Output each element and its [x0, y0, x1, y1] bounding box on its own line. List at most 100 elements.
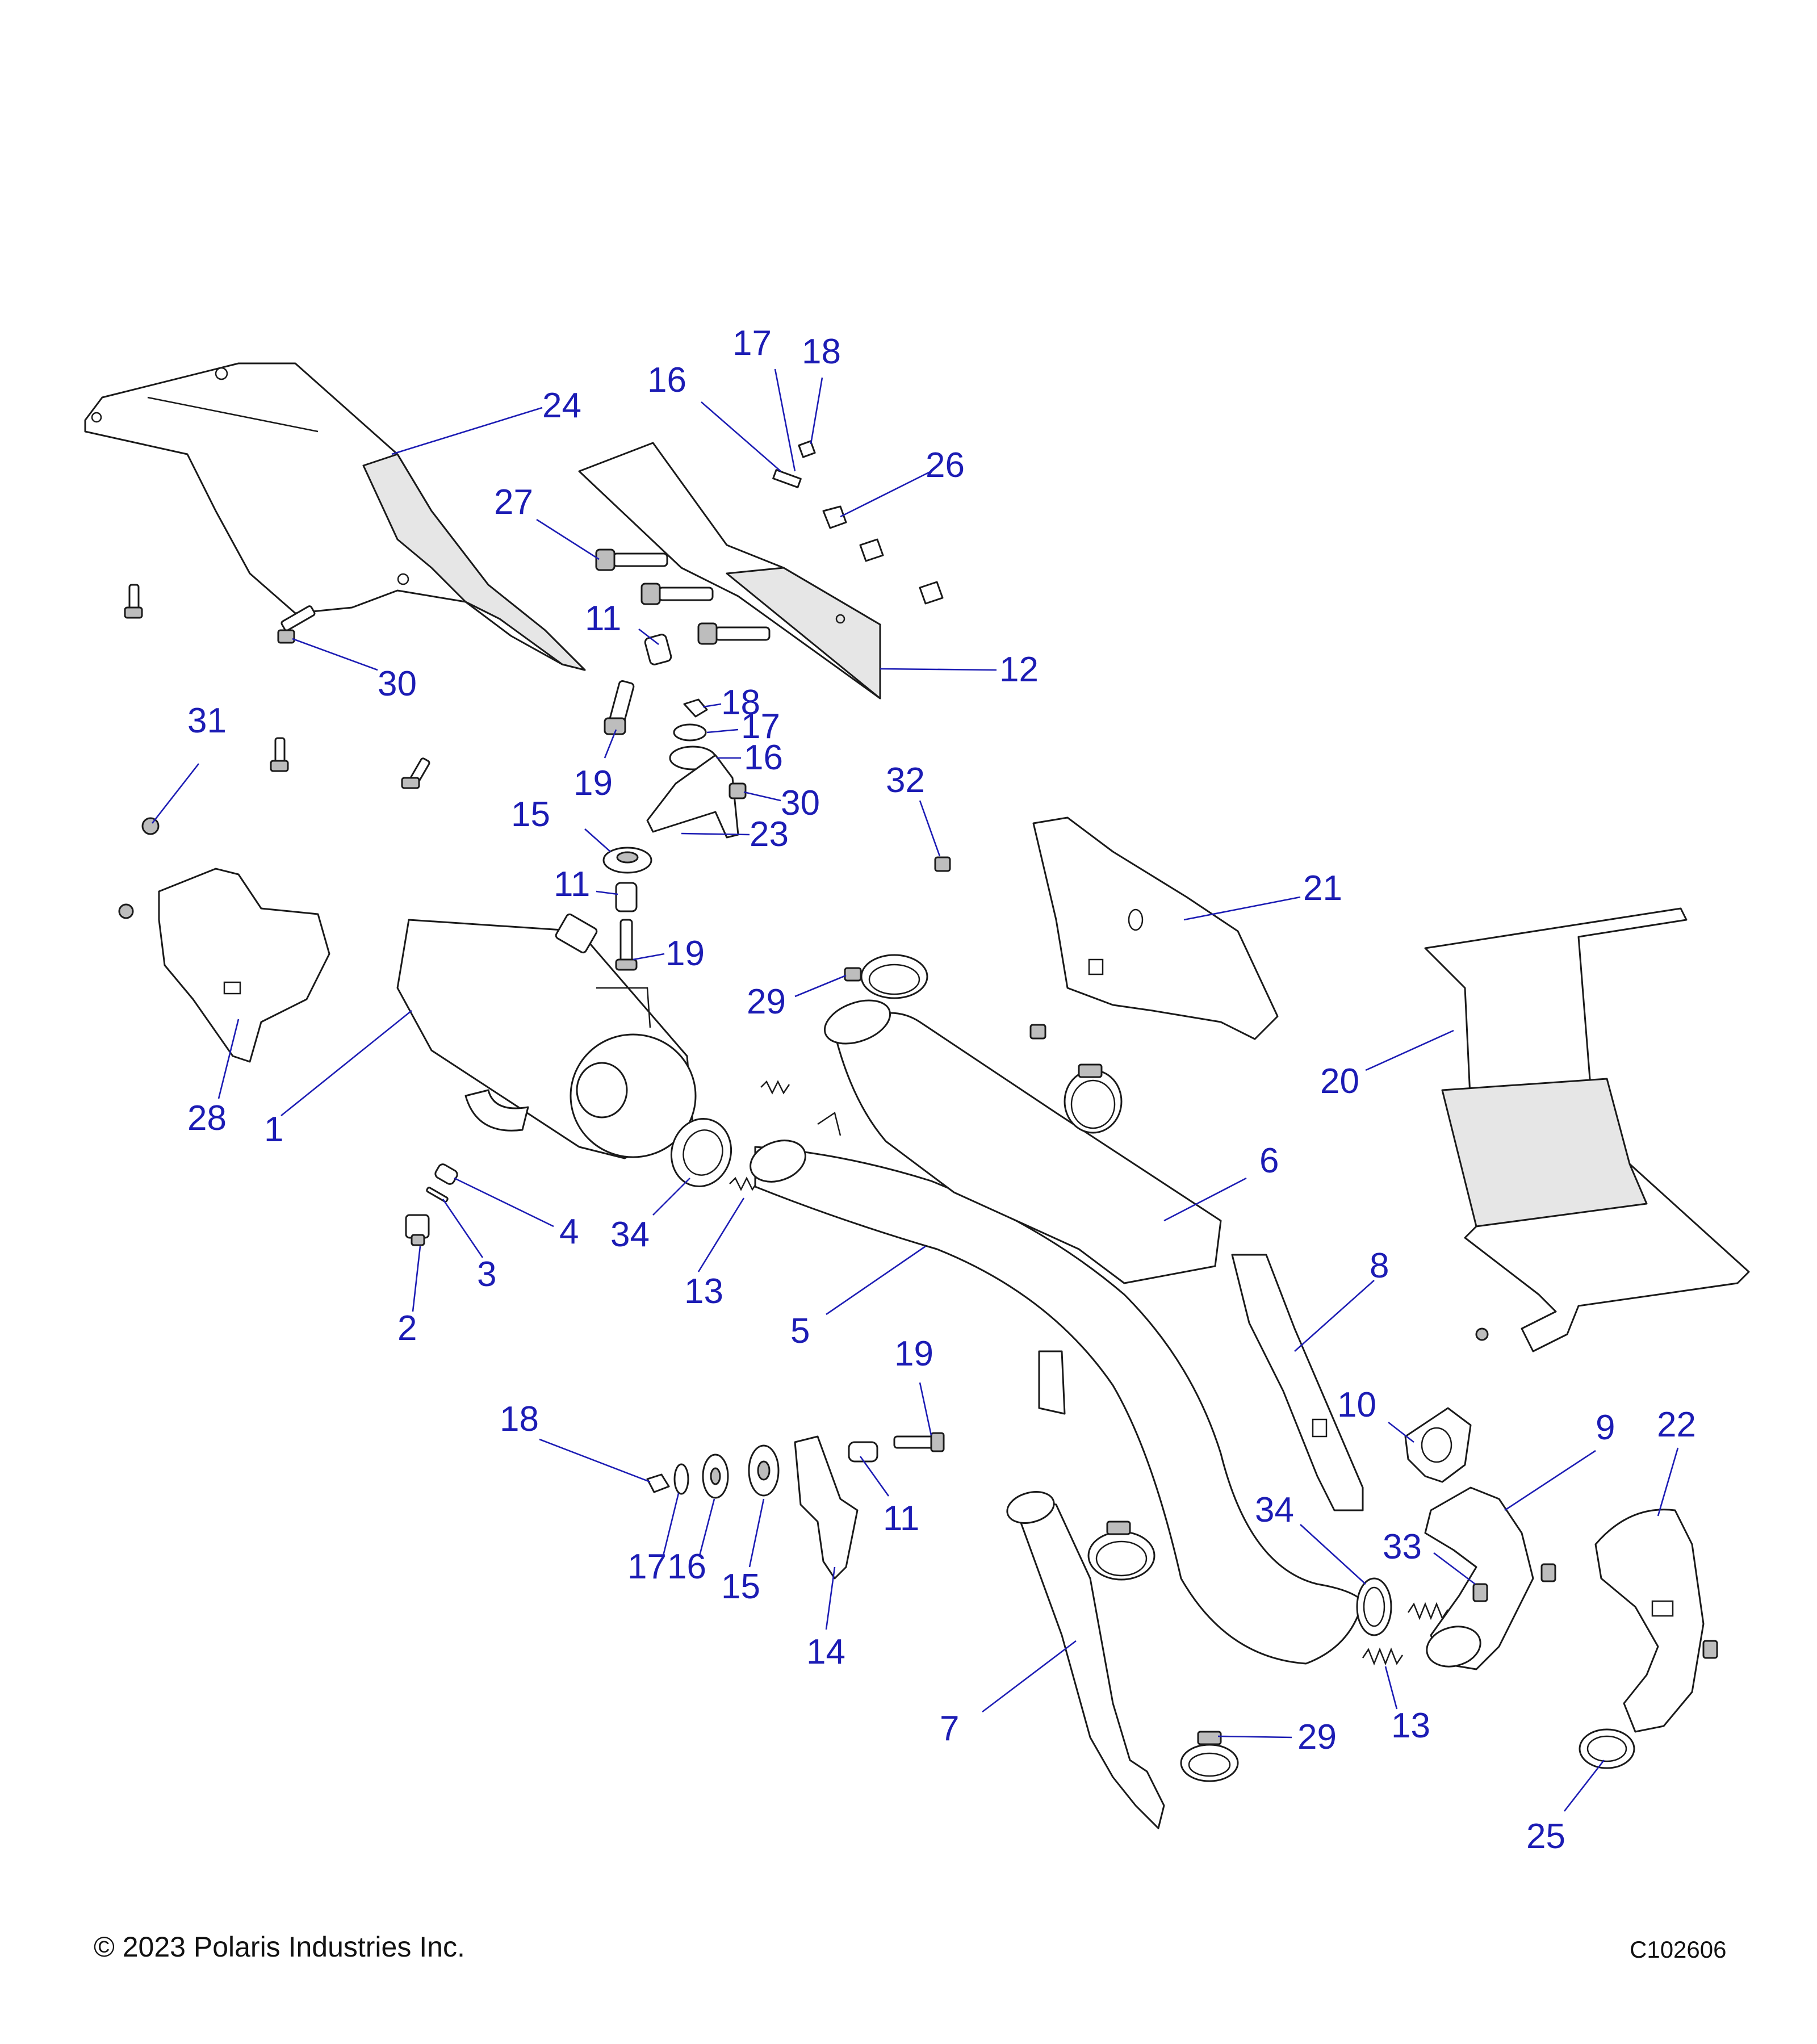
callout-16-top: 16 [647, 361, 686, 400]
part-2-bolt [405, 1214, 430, 1246]
part-24-heat-shield [84, 362, 586, 671]
copyright-notice: © 2023 Polaris Industries Inc. [94, 1931, 465, 1963]
leader-13b [1384, 1666, 1398, 1710]
leader-19a [604, 729, 617, 759]
callout-26: 26 [926, 446, 965, 485]
part-13-spring-right [1362, 1602, 1449, 1666]
part-23-bracket [646, 754, 739, 839]
callout-31: 31 [187, 701, 227, 740]
leader-17c [662, 1493, 680, 1556]
callout-11-top: 11 [585, 599, 621, 638]
leader-6 [1163, 1177, 1247, 1222]
callout-30-mid: 30 [781, 784, 820, 823]
leader-1 [280, 1010, 412, 1117]
callout-22: 22 [1657, 1405, 1696, 1444]
bolt-27 [595, 548, 668, 571]
callout-12: 12 [999, 650, 1039, 689]
callout-18-top: 18 [802, 332, 841, 371]
leader-3 [442, 1199, 484, 1258]
leader-10 [1388, 1421, 1414, 1443]
callout-25: 25 [1526, 1817, 1565, 1856]
part-22-header-pipe [1594, 1509, 1705, 1733]
leader-24 [391, 407, 543, 455]
callout-29-upper: 29 [747, 982, 786, 1021]
leader-21 [1183, 896, 1301, 921]
leader-29b [1217, 1735, 1292, 1739]
callout-5: 5 [790, 1312, 810, 1351]
callout-15-mid: 15 [511, 795, 550, 834]
part-8-pipe-shield [1231, 1254, 1364, 1511]
callout-1: 1 [264, 1110, 283, 1149]
part-3-washer [426, 1187, 449, 1203]
part-11-spacer-top [644, 634, 672, 665]
leader-17a [774, 368, 796, 472]
callout-7: 7 [940, 1709, 959, 1748]
part-25-ring [1579, 1728, 1635, 1769]
callout-10: 10 [1337, 1385, 1376, 1425]
callout-33: 33 [1383, 1527, 1422, 1566]
leader-14 [825, 1566, 836, 1630]
callout-32: 32 [886, 761, 925, 800]
callout-6: 6 [1259, 1141, 1279, 1180]
callout-16-mid: 16 [744, 738, 783, 777]
part-19-bolt-mid [615, 919, 638, 971]
leader-33 [1433, 1552, 1476, 1585]
leader-32 [919, 800, 941, 857]
leader-11b [596, 890, 618, 895]
part-1-muffler [396, 913, 697, 1159]
callout-16-low: 16 [667, 1547, 706, 1586]
leader-13a [697, 1197, 745, 1272]
part-32-bolt [934, 856, 1046, 1040]
callout-2: 2 [397, 1309, 417, 1348]
part-34-gasket-left [670, 1118, 732, 1187]
leader-27 [536, 518, 600, 560]
leader-18b [702, 703, 722, 708]
leader-18a [810, 377, 823, 445]
part-21-heat-shield [1032, 816, 1279, 1040]
part-12-heat-shield [578, 442, 881, 700]
callout-23: 23 [750, 815, 789, 854]
leader-34a [652, 1178, 690, 1216]
leader-23 [681, 832, 750, 836]
leader-15b [748, 1498, 765, 1568]
part-6-pipe-shield [823, 999, 1222, 1284]
callout-19-mid: 19 [665, 934, 705, 973]
leader-31 [151, 763, 200, 824]
leader-29a [794, 974, 847, 998]
lower-hardware [646, 1432, 945, 1580]
figure-id: C102606 [1630, 1936, 1727, 1963]
leader-9 [1504, 1450, 1596, 1511]
leader-30b [743, 791, 781, 802]
leader-2 [412, 1246, 421, 1312]
callout-11-low: 11 [883, 1499, 919, 1538]
callout-29-lower: 29 [1297, 1718, 1337, 1757]
part-29-clamp-right [1064, 1063, 1123, 1134]
part-15-grommet-mid [602, 847, 652, 874]
bolt-27c [697, 622, 771, 645]
part-33-bolts [1472, 1563, 1718, 1659]
leader-4 [454, 1177, 554, 1228]
callout-21: 21 [1303, 869, 1342, 908]
leader-25 [1563, 1760, 1605, 1812]
callout-13-left: 13 [684, 1272, 723, 1311]
callout-9: 9 [1596, 1408, 1615, 1447]
callout-4: 4 [559, 1212, 579, 1251]
leader-28 [217, 1019, 240, 1099]
callout-19-top: 19 [573, 764, 613, 803]
callout-8: 8 [1370, 1246, 1389, 1285]
leader-26 [840, 470, 932, 518]
part-9-header-pipe [1424, 1486, 1534, 1670]
callout-17-low: 17 [627, 1547, 667, 1586]
part-29-clamp-bottom [1180, 1731, 1239, 1782]
callout-3: 3 [477, 1255, 496, 1294]
callout-14: 14 [806, 1632, 845, 1672]
loose-bolts-left [118, 584, 430, 919]
leader-16a [701, 401, 781, 472]
callout-18-mid: 18 [721, 683, 760, 722]
callouts: 1 2 3 4 5 6 7 8 9 10 11 11 11 12 13 13 1 [151, 324, 1696, 1856]
leader-19b [633, 953, 665, 961]
part-34-gasket-right [1356, 1577, 1392, 1636]
part-28-heat-shield [158, 868, 330, 1063]
callout-28: 28 [187, 1099, 227, 1138]
leader-17b [706, 728, 739, 734]
